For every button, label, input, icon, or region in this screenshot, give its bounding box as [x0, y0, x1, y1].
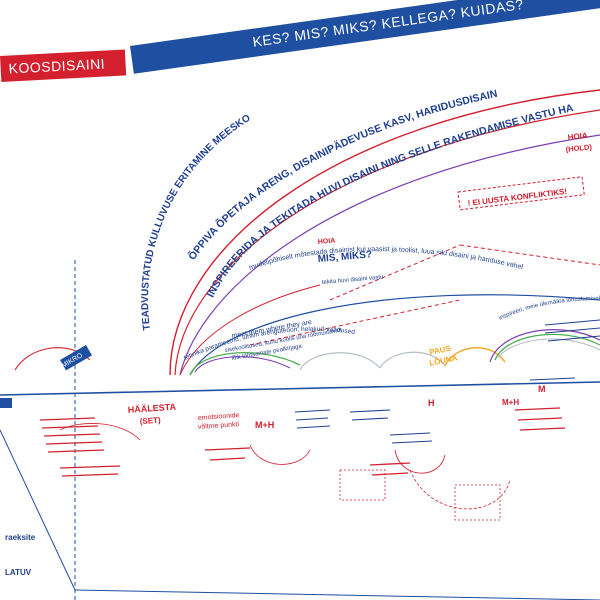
arc-blue [189, 294, 600, 376]
mis-miks: MIS, MIKS? [317, 249, 372, 265]
bottom-baseline [74, 589, 600, 600]
h-marker: H [428, 398, 435, 408]
callout-dash-2 [459, 244, 600, 266]
set-label: (SET) [140, 416, 162, 426]
warning-box [457, 176, 585, 211]
callout-dash-1 [329, 244, 461, 301]
warning-text: ! EI UUSTA KONFLIKTIKS! [467, 187, 567, 208]
mh-marker-1: M+H [255, 420, 274, 430]
haalesta-label: HÄÄLESTA [127, 402, 176, 415]
m-marker: M [538, 384, 546, 394]
latuv-label: LATUV [5, 568, 32, 577]
mis-miks-sub: tekita huvi disaini vastu [322, 275, 384, 286]
arc-label-4: mudelipõhiselt mõtestada disainist kui v… [248, 246, 524, 272]
small-arcs [14, 329, 600, 376]
arc-red-2 [174, 109, 600, 376]
dense-text-lines [39, 407, 566, 477]
arc-outer-red [169, 89, 600, 376]
hoia-mid: HOIA [318, 237, 336, 245]
left-lower-guide [0, 429, 76, 591]
timeline-start-marker [0, 398, 12, 408]
detail-notes [59, 423, 511, 521]
dense-blue-lines [294, 319, 600, 444]
timeline-axis [0, 381, 600, 396]
arc-red-inner [179, 284, 321, 376]
raek-label: raek­site [5, 533, 36, 542]
hoia-top: HOIA [567, 131, 588, 142]
arc-purple [179, 134, 600, 376]
hold-top: (HOLD) [565, 142, 593, 154]
mh-marker-2: M+H [502, 398, 519, 407]
mikro-badge [60, 345, 92, 371]
voltme-label: võltme punkti [198, 421, 240, 431]
callout-dash-3 [249, 299, 461, 346]
arc-label-1: ÕPPIVA ÕPETAJA ARENG, DISAINIPÄDEVUSE KA… [185, 88, 498, 263]
emot-label: emotsioonide [198, 412, 240, 422]
